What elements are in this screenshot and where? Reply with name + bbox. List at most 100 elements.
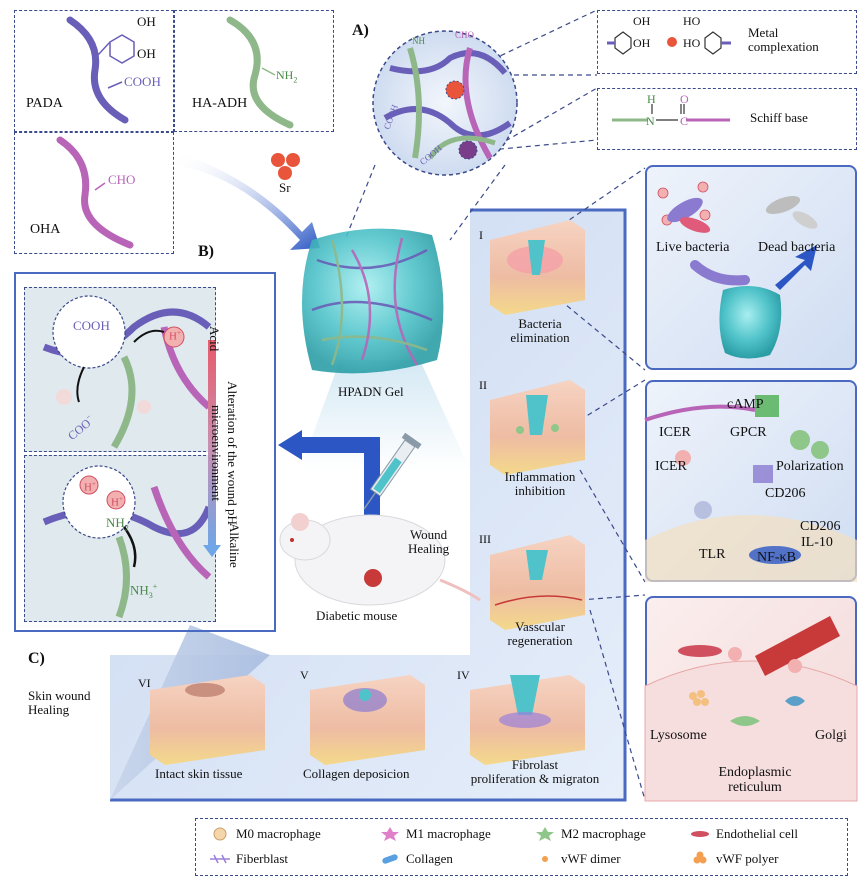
ph-diagram <box>42 295 213 619</box>
pada-box <box>14 10 174 132</box>
ha-adh-label: HA-ADH <box>192 96 248 111</box>
legend-item: M0 macrophage <box>210 826 321 842</box>
circle-cho: CHO <box>455 30 475 40</box>
il10-label: IL-10 <box>801 535 833 550</box>
pada-cooh: COOH <box>124 74 161 89</box>
nfkb-label: NF-κB <box>757 550 796 565</box>
schiff-c: C <box>680 114 689 128</box>
vwf-polymer-icon <box>693 851 707 864</box>
vwf-dimer-icon <box>542 856 548 862</box>
ph-acid-label: Acid <box>207 326 222 352</box>
ph-cooh: COOH <box>73 318 110 333</box>
stage-ii-num: II <box>479 378 487 392</box>
circle-nh: NH <box>412 36 425 46</box>
diabetic-mouse-label: Diabetic mouse <box>316 608 398 623</box>
stage-skins-right <box>490 220 585 630</box>
oha-cho: CHO <box>108 172 136 187</box>
stage-iii-num: III <box>479 532 491 546</box>
metal-complexation-label: Metal complexation <box>748 25 819 54</box>
stage-v-label: Collagen deposicion <box>303 766 410 781</box>
golgi-label: Golgi <box>815 728 847 743</box>
m2-macrophage-icon <box>536 827 554 841</box>
metal-oh2: OH <box>633 36 651 50</box>
live-bacteria-label: Live bacteria <box>656 240 730 255</box>
schiff-o: O <box>680 92 689 106</box>
polarization-label: Polarization <box>776 459 844 474</box>
ph-alkaline-label: Alkaline <box>227 523 242 568</box>
vascular-illustration <box>644 616 858 802</box>
ph-h-acid: H+ <box>169 329 181 343</box>
pada-oh2: OH <box>137 46 156 61</box>
metal-ho2: HO <box>683 36 701 50</box>
icer1-label: ICER <box>659 425 691 440</box>
metal-complexation-box <box>597 10 857 74</box>
oha-label: OHA <box>30 222 61 237</box>
fibroblast-icon <box>210 854 230 864</box>
cd206-1-label: CD206 <box>765 486 806 501</box>
ha-adh-box <box>174 10 334 132</box>
ph-vertical-label: Alteration of the wound pH microenvironm… <box>209 381 240 525</box>
schiff-h: H <box>647 92 656 106</box>
hpadn-gel-icon <box>302 228 444 374</box>
legend-item: Collagen <box>380 851 453 867</box>
schiff-base-structure <box>612 104 730 122</box>
ph-nh3: NH3+ <box>130 582 158 600</box>
m0-macrophage-icon <box>213 827 227 841</box>
cd206-2-label: CD206 <box>800 519 841 534</box>
legend-item: vWF dimer <box>535 851 621 867</box>
bacteria-illustration <box>657 181 818 359</box>
section-b-label: B) <box>198 243 214 260</box>
legend-item: Fiberblast <box>210 851 288 867</box>
ha-nh2: NH2 <box>276 68 298 85</box>
ph-panel <box>14 272 276 632</box>
oha-box <box>14 132 174 254</box>
ph-gradient-bar <box>208 340 216 550</box>
ph-h-alk1: H+ <box>84 480 96 494</box>
schiff-base-label: Schiff base <box>750 110 808 125</box>
m1-macrophage-icon <box>381 827 399 841</box>
stage-iv-num: IV <box>457 668 470 682</box>
gpcr-label: GPCR <box>730 425 767 440</box>
metal-oh1: OH <box>633 14 651 28</box>
icer2-label: ICER <box>655 459 687 474</box>
legend-item: vWF polyer <box>690 851 778 867</box>
collagen-icon <box>382 854 398 864</box>
legend-box <box>195 818 848 876</box>
sr-label: Sr <box>279 180 291 195</box>
ph-arrow-head <box>203 545 221 557</box>
stage-vi-num: VI <box>138 676 151 690</box>
stage-v-num: V <box>300 668 309 682</box>
stage-i-num: I <box>479 228 483 242</box>
section-c-label: C) <box>28 650 45 667</box>
stage-skins-bottom <box>150 675 585 765</box>
schiff-n: N <box>646 114 655 128</box>
legend-item: M2 macrophage <box>535 826 646 842</box>
ph-h-alk2: H+ <box>111 495 123 509</box>
network-circle <box>372 30 518 176</box>
lysosome-label: Lysosome <box>650 728 707 743</box>
diabetic-mouse-icon <box>279 432 481 606</box>
metal-ho1: HO <box>683 14 701 28</box>
endothelial-cell-icon <box>691 831 709 837</box>
schiff-base-box <box>597 88 857 150</box>
stage-vi-label: Intact skin tissue <box>155 766 243 781</box>
metal-complex-structure <box>607 31 731 55</box>
legend-item: Endothelial cell <box>690 826 798 842</box>
camp-label: cAMP <box>727 397 764 412</box>
pada-oh1: OH <box>137 14 156 29</box>
inflammation-illustration <box>644 395 857 582</box>
hpadn-gel-label: HPADN Gel <box>338 384 404 399</box>
ph-nh2: NH2 <box>106 515 129 533</box>
legend-item: M1 macrophage <box>380 826 491 842</box>
dead-bacteria-label: Dead bacteria <box>758 240 836 255</box>
polymer-chains <box>56 16 300 249</box>
tlr-label: TLR <box>699 547 726 562</box>
